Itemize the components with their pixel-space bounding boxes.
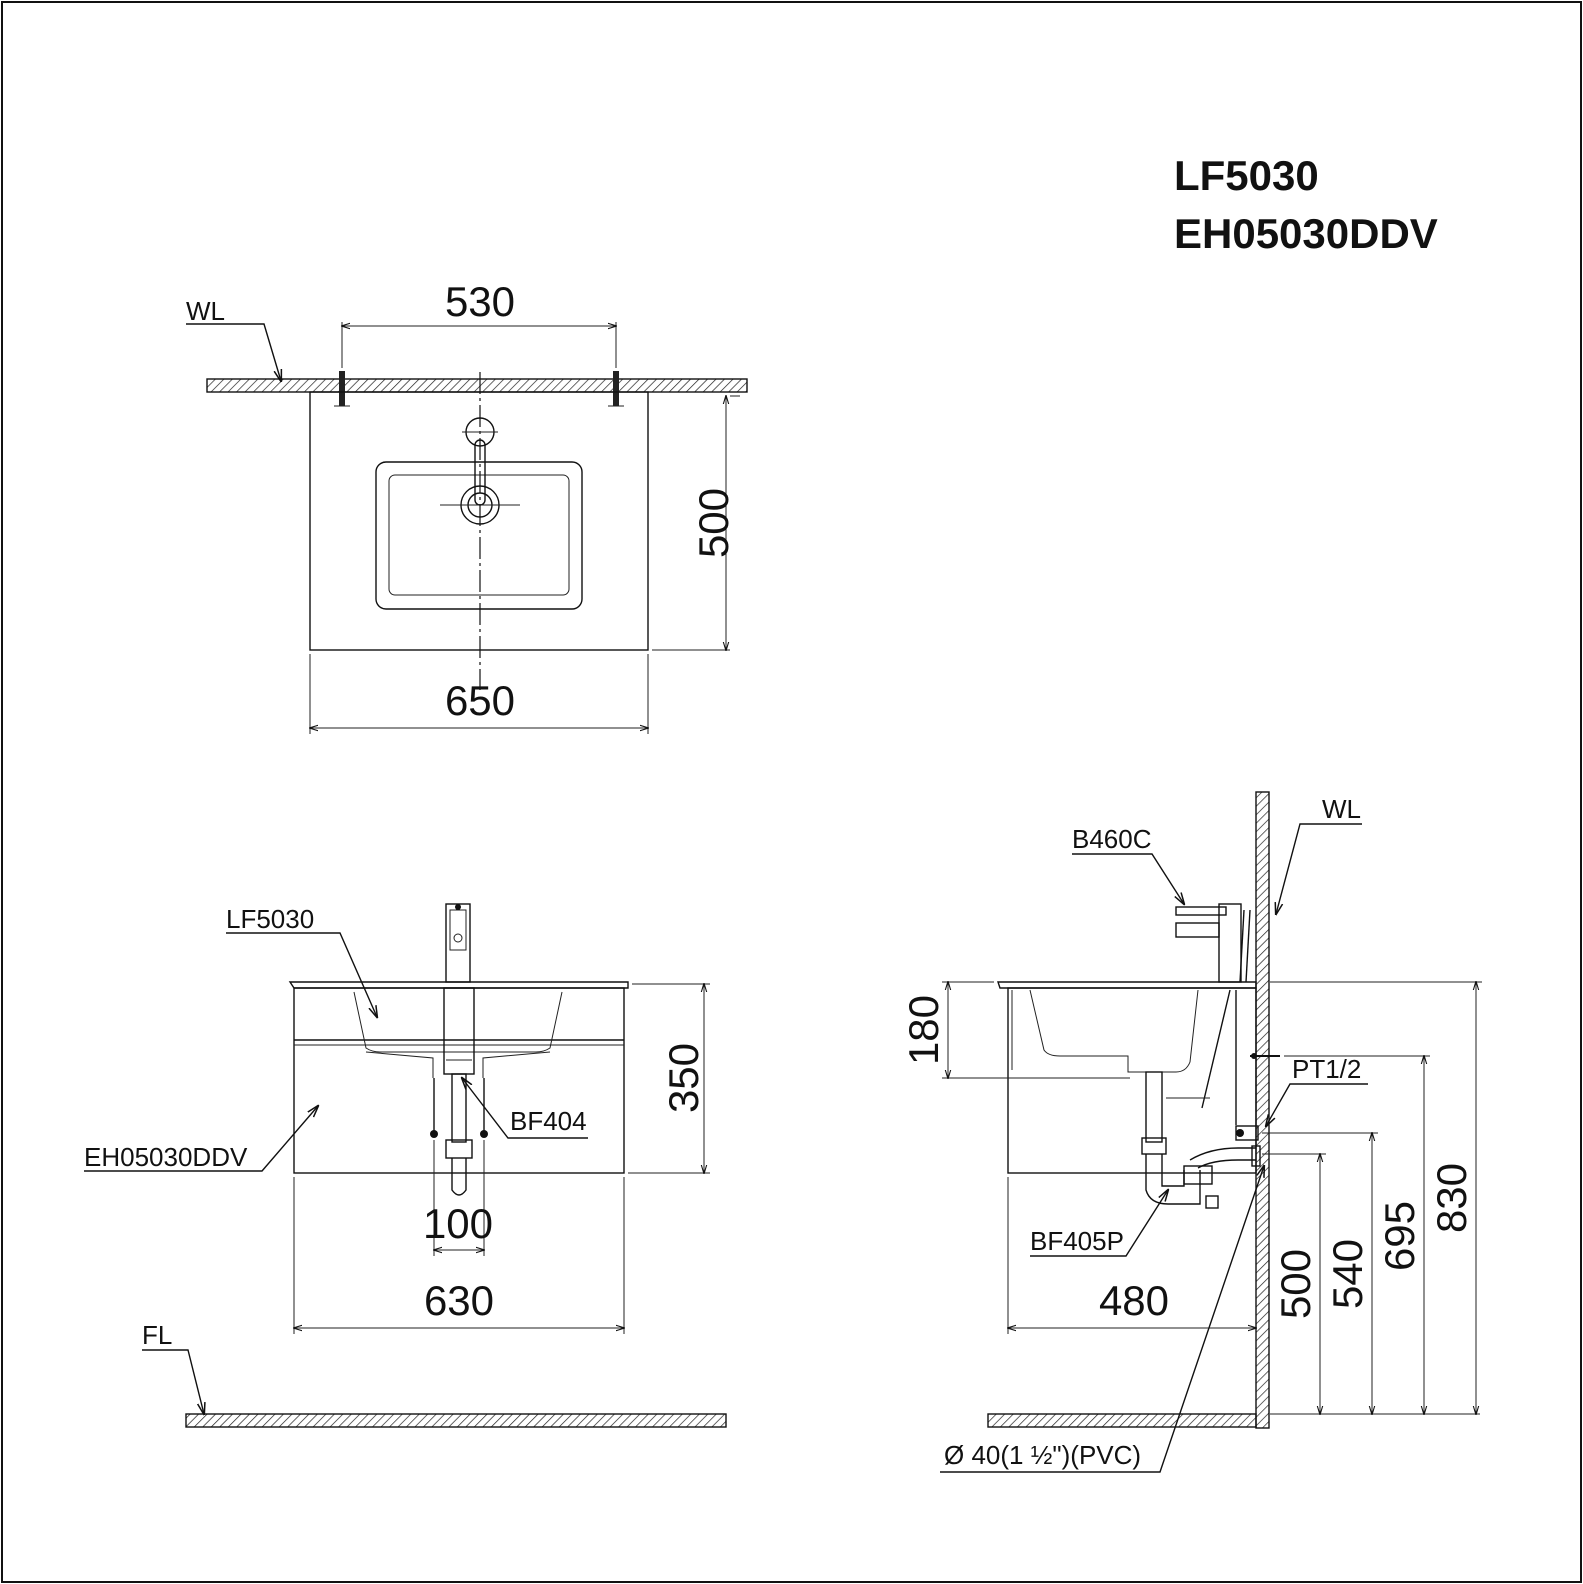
anchor-bolt-right — [608, 371, 624, 407]
dim-695: 695 — [1376, 1201, 1423, 1271]
dim-side-depth: 480 — [1099, 1277, 1169, 1324]
side-trap — [1145, 1154, 1201, 1205]
side-cabinet — [1007, 987, 1257, 1174]
dim-830: 830 — [1428, 1163, 1475, 1233]
side-floor-section — [987, 1413, 1257, 1428]
dim-cabinet-width: 630 — [424, 1277, 494, 1324]
drain-tail — [443, 987, 475, 1075]
basin-profile — [353, 991, 563, 1053]
wall-section — [206, 378, 748, 393]
side-wall-label: WL — [1322, 794, 1361, 824]
front-view: LF5030 BF404 EH05030DDV 350 100 630 FL — [84, 903, 727, 1428]
side-faucet-label: B460C — [1072, 824, 1152, 854]
supply-label: PT1/2 — [1292, 1054, 1361, 1084]
cabinet-front — [293, 987, 625, 1174]
dim-cabinet-height: 350 — [660, 1043, 707, 1113]
basin-inner — [388, 474, 570, 596]
title-model: LF5030 — [1174, 152, 1319, 199]
dim-depth: 500 — [690, 488, 737, 558]
title-block: LF5030 EH05030DDV — [1174, 152, 1438, 257]
basin-label: LF5030 — [226, 904, 314, 934]
pipe-label: Ø 40(1 ½")(PVC) — [944, 1440, 1141, 1470]
wall-label: WL — [186, 296, 225, 326]
anchor-bolt-left — [334, 371, 350, 407]
side-basin-profile — [1029, 989, 1199, 1073]
countertop-front — [288, 981, 629, 989]
dim-basin-height: 180 — [900, 995, 947, 1065]
title-cabinet-model: EH05030DDV — [1174, 210, 1438, 257]
top-view: WL 530 500 — [186, 278, 748, 734]
side-faucet-body — [1218, 903, 1242, 983]
side-wall-section — [1255, 791, 1270, 1429]
floor-label: FL — [142, 1320, 172, 1350]
dim-drain-spacing: 100 — [423, 1200, 493, 1247]
trap-label: BF405P — [1030, 1226, 1124, 1256]
dim-width: 650 — [445, 677, 515, 724]
trap-bend — [451, 1158, 467, 1196]
cabinet-label: EH05030DDV — [84, 1142, 248, 1172]
dim-anchor-spacing: 530 — [445, 278, 515, 325]
countertop-outline — [309, 391, 649, 651]
drain-label: BF404 — [510, 1106, 587, 1136]
dim-500: 500 — [1272, 1249, 1319, 1319]
trap-nut — [445, 1139, 473, 1159]
floor-section — [185, 1413, 727, 1428]
side-view: B460C WL PT1/2 BF405P Ø 40(1 ½")(PVC) 18… — [900, 791, 1482, 1473]
dim-540: 540 — [1324, 1239, 1371, 1309]
wall-leader — [186, 323, 281, 381]
basin-outer — [375, 461, 583, 610]
